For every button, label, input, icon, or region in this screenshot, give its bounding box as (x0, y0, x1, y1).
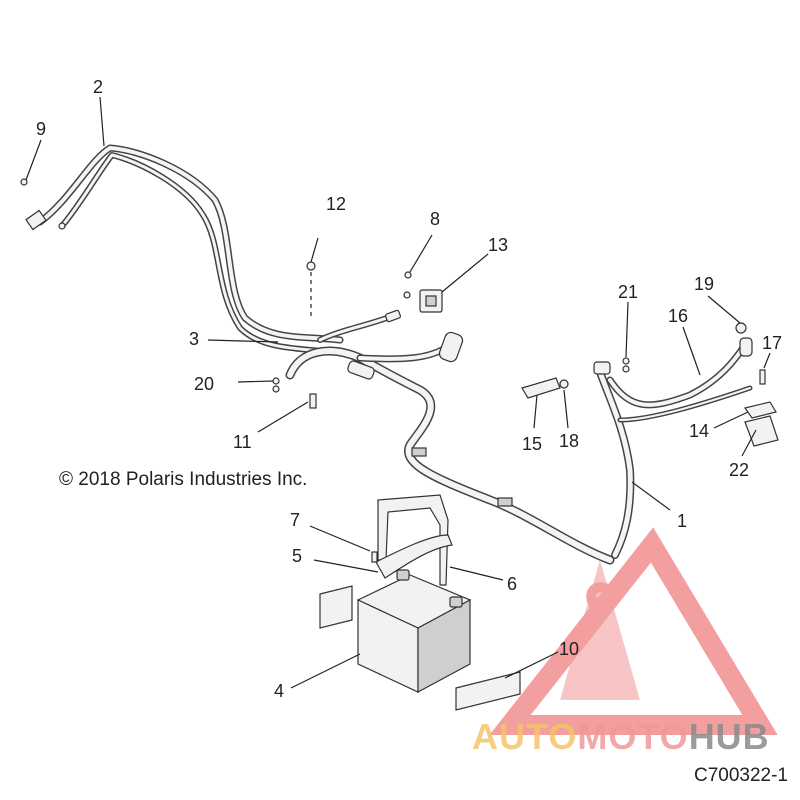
terminal-connector (25, 209, 47, 231)
pad-10 (319, 585, 353, 629)
screw-17 (759, 369, 766, 385)
relay-13 (385, 271, 443, 323)
screw (404, 271, 412, 279)
watermark-auto: AUTO (472, 716, 578, 757)
clip (411, 447, 427, 457)
watermark-text: AUTOMOTOHUB (472, 716, 770, 758)
screw (403, 291, 411, 299)
harness-1 (593, 337, 753, 559)
callout-14: 14 (689, 421, 709, 441)
ring-terminal (58, 222, 66, 230)
callout-1: 1 (677, 511, 687, 531)
battery-strap-6 (371, 494, 453, 586)
callout-21: 21 (618, 282, 638, 302)
battery-4 (356, 569, 472, 694)
nut-18 (559, 379, 569, 389)
watermark-hub: HUB (688, 716, 770, 757)
nut-21 (622, 357, 630, 365)
watermark-logo (489, 527, 778, 735)
callout-12: 12 (326, 194, 346, 214)
washer-20 (272, 377, 280, 385)
copyright-notice: © 2018 Polaris Industries Inc. (59, 469, 308, 490)
callout-labels: 1 2 3 4 5 6 7 8 9 10 11 12 13 14 15 16 1… (36, 77, 782, 701)
terminal-connector (593, 361, 611, 375)
nut-12 (306, 261, 316, 271)
callout-3: 3 (189, 329, 199, 349)
nut-21 (622, 365, 630, 373)
callout-10: 10 (559, 639, 579, 659)
fuse-holder (347, 360, 375, 380)
leader-lines (25, 96, 771, 689)
callout-20: 20 (194, 374, 214, 394)
callout-15: 15 (522, 434, 542, 454)
harness-central (285, 312, 615, 565)
callout-16: 16 (668, 306, 688, 326)
bolt-7 (371, 551, 378, 563)
drawing-id: C700322-1 (693, 765, 788, 786)
callout-9: 9 (36, 119, 46, 139)
callout-18: 18 (559, 431, 579, 451)
cap-19 (735, 322, 747, 334)
boot-connector (438, 331, 464, 363)
plate-22 (744, 415, 779, 447)
connector (385, 309, 401, 323)
callout-11: 11 (233, 432, 252, 452)
boot-connector (739, 337, 753, 357)
bracket-14 (744, 401, 777, 419)
bolt-11 (309, 393, 317, 409)
callout-2: 2 (93, 77, 103, 97)
cap-9 (20, 178, 28, 186)
callout-7: 7 (290, 510, 300, 530)
harness-2 (25, 144, 344, 355)
clip (497, 497, 513, 507)
pad-10 (455, 671, 521, 711)
callout-22: 22 (729, 460, 749, 480)
callout-19: 19 (694, 274, 714, 294)
callout-13: 13 (488, 235, 508, 255)
callout-5: 5 (292, 546, 302, 566)
watermark-moto: MOTO (577, 716, 689, 757)
callout-4: 4 (274, 681, 284, 701)
callout-8: 8 (430, 209, 440, 229)
callout-17: 17 (762, 333, 782, 353)
callout-6: 6 (507, 574, 517, 594)
washer-20 (272, 385, 280, 393)
busbar-15 (521, 377, 561, 399)
